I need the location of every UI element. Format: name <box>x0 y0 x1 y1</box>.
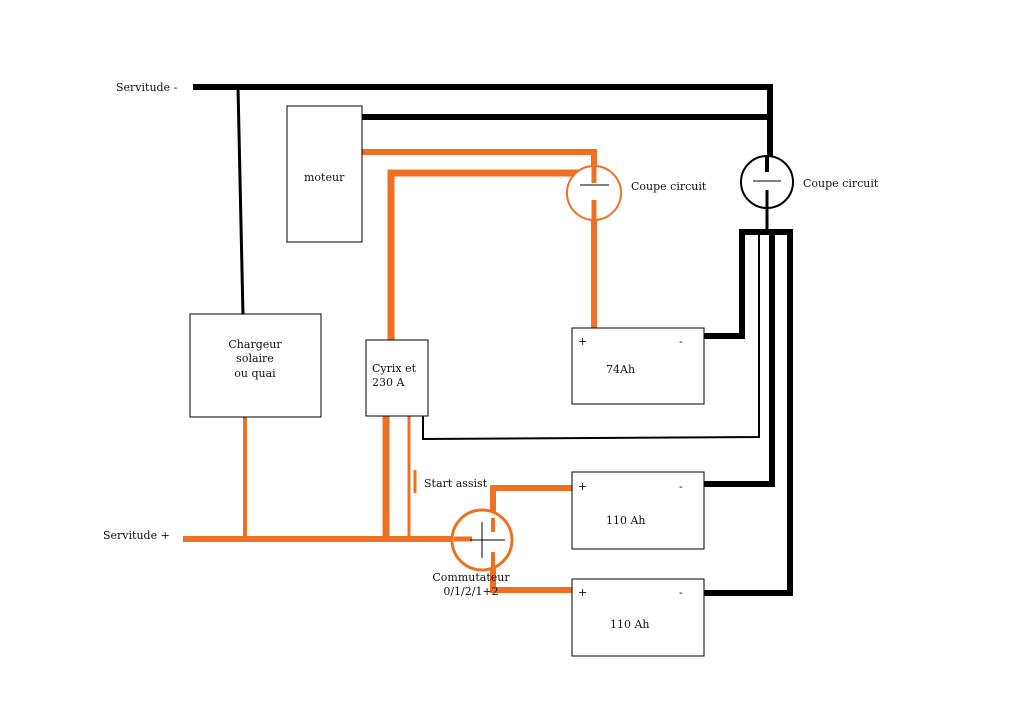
battery-110a-label: 110 Ah <box>606 514 646 527</box>
chargeur-label-line3: ou quai <box>234 367 276 380</box>
start-assist-label: Start assist <box>424 477 488 490</box>
moteur-positive-wire <box>343 149 597 166</box>
negative-wires <box>193 84 793 596</box>
battery-110a-negative-wire <box>683 232 775 487</box>
switch-to-battery-110b-wire <box>490 560 578 593</box>
coupe-circuit-1-label: Coupe circuit <box>631 180 707 193</box>
commutateur-label-line1: Commutateur <box>432 571 510 584</box>
moteur-label: moteur <box>304 171 345 184</box>
servitude-plus-label: Servitude + <box>103 529 170 542</box>
coupe-circuit-2-label: Coupe circuit <box>803 177 879 190</box>
battery-selector-switch <box>450 508 514 572</box>
charger-negative-wire <box>236 86 245 317</box>
cutoff-switch-1 <box>566 165 622 221</box>
battery-110b-box <box>571 578 705 657</box>
chargeur-label-line2: solaire <box>236 352 274 365</box>
cyrix-sense-wire <box>422 232 760 441</box>
battery-74-label: 74Ah <box>606 363 635 376</box>
moteur-box <box>286 105 363 243</box>
battery-74-plus-terminal: + <box>578 335 587 348</box>
battery-110a-minus-terminal: - <box>679 480 683 493</box>
cutoff-switch-2 <box>740 155 794 209</box>
cyrix-label-line1: Cyrix et <box>372 362 417 375</box>
chargeur-box <box>189 313 322 418</box>
battery-74-negative-wire <box>683 229 793 596</box>
battery-74-minus-terminal: - <box>679 335 683 348</box>
battery-110b-label: 110 Ah <box>610 618 650 631</box>
battery-110b-minus-terminal: - <box>679 586 683 599</box>
cyrix-label-line2: 230 A <box>372 376 405 389</box>
battery-110a-plus-terminal: + <box>578 480 587 493</box>
servitude-minus-label: Servitude - <box>116 81 178 94</box>
cyrix-box <box>365 339 429 417</box>
battery-74-box <box>571 327 705 405</box>
commutateur-label-line2: 0/1/2/1+2 <box>443 585 498 598</box>
battery-110b-plus-terminal: + <box>578 586 587 599</box>
chargeur-label-line1: Chargeur <box>228 338 282 351</box>
battery-110a-box <box>571 471 705 550</box>
